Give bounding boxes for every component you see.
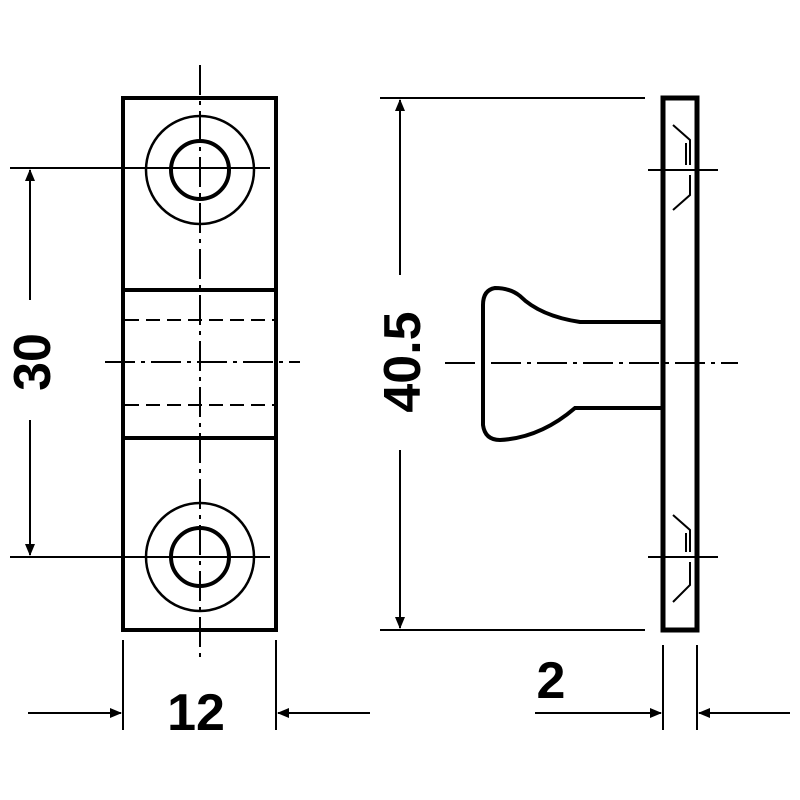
knob-outline <box>481 285 663 443</box>
dim-plate-thickness: 2 <box>537 652 566 710</box>
dim-plate-height: 40.5 <box>374 311 432 412</box>
side-view <box>380 95 790 730</box>
dim-width: 12 <box>167 684 225 742</box>
dim-hole-spacing: 30 <box>4 333 62 391</box>
front-view <box>10 65 370 730</box>
